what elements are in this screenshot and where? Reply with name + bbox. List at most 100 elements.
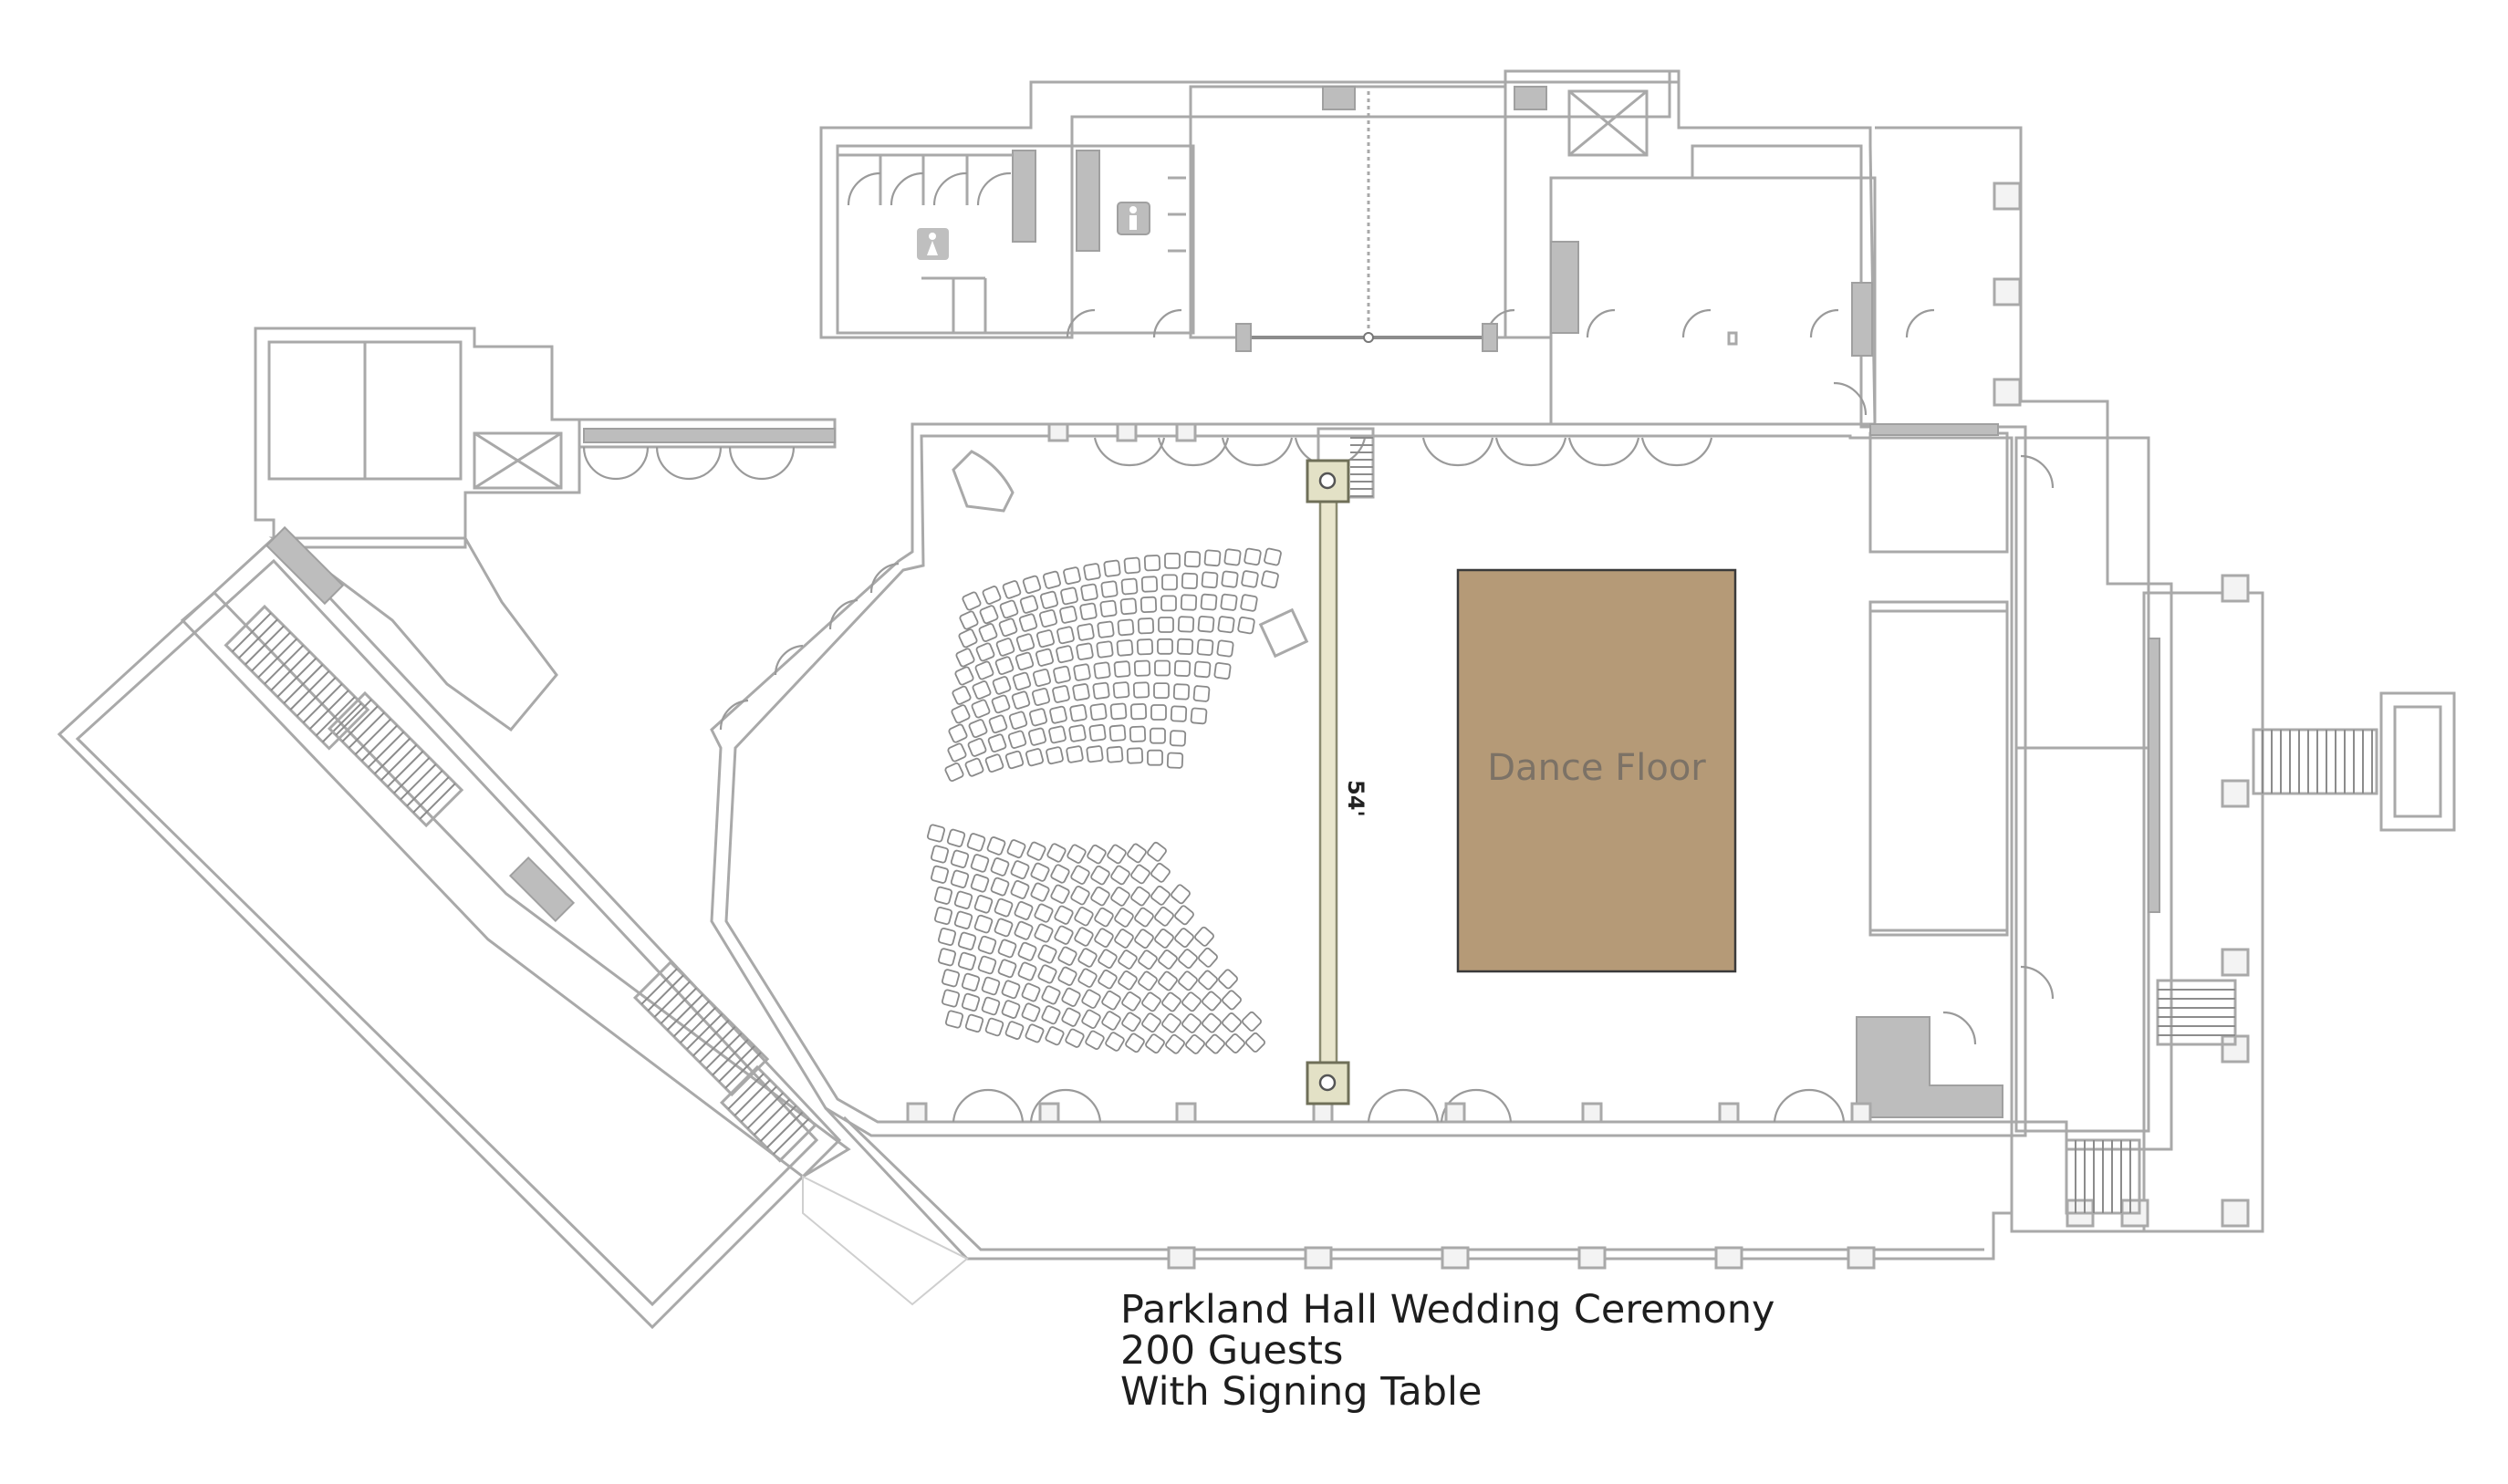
chair <box>999 599 1019 619</box>
chair <box>1200 593 1218 611</box>
chair <box>1174 905 1194 926</box>
pilaster <box>1304 1246 1333 1270</box>
chair <box>1041 985 1061 1005</box>
chair <box>1089 702 1108 721</box>
chair <box>1030 862 1050 882</box>
stair-tread <box>315 696 356 737</box>
aisle-runner <box>1306 459 1350 1105</box>
chair <box>973 914 994 934</box>
chair <box>1037 944 1057 964</box>
chair <box>992 676 1012 695</box>
stair-tread <box>276 657 317 698</box>
pilaster <box>1577 1246 1607 1270</box>
plan-caption: Parkland Hall Wedding Ceremony 200 Guest… <box>1120 1287 1774 1415</box>
chair <box>991 694 1011 714</box>
chair <box>1081 989 1101 1009</box>
chair <box>1015 633 1035 652</box>
chair <box>1018 613 1038 632</box>
chair <box>1181 991 1202 1012</box>
door-swing <box>869 562 900 594</box>
chair <box>1063 566 1081 585</box>
stair-tread <box>699 1026 736 1064</box>
pilaster <box>1714 1246 1743 1270</box>
chair <box>1061 987 1081 1007</box>
chair <box>981 976 1001 996</box>
stair-tread <box>640 968 678 1005</box>
chair <box>930 845 950 864</box>
chair <box>1132 681 1150 699</box>
stair-tread <box>321 702 362 743</box>
chair <box>962 591 982 611</box>
chair <box>948 723 968 743</box>
stair-tread <box>251 631 291 672</box>
stair-tread <box>692 1019 730 1057</box>
chair <box>1057 966 1077 986</box>
chair <box>961 992 981 1012</box>
stair-tread <box>354 718 391 755</box>
chair <box>1011 690 1031 710</box>
chair <box>1198 970 1218 991</box>
pilaster <box>906 1102 928 1124</box>
chair <box>1197 615 1215 633</box>
chair <box>1017 941 1037 961</box>
chair <box>953 910 973 929</box>
chair <box>1201 571 1219 589</box>
door-swing <box>1157 437 1230 467</box>
chair <box>946 828 966 847</box>
chair <box>1080 583 1098 602</box>
chair <box>1117 618 1135 637</box>
chair <box>1147 841 1167 862</box>
chair <box>957 951 977 971</box>
chair <box>1171 884 1191 905</box>
chair <box>1154 659 1171 677</box>
stage-platform <box>1868 609 2009 937</box>
pilaster <box>1993 378 2022 407</box>
signing-table-icon <box>1258 607 1309 659</box>
chair <box>1222 1012 1242 1033</box>
chair <box>1161 574 1178 591</box>
service-counters <box>265 86 2160 1118</box>
chair <box>941 989 961 1008</box>
chair <box>1028 708 1048 727</box>
chair <box>1244 547 1262 566</box>
chair <box>1049 705 1067 724</box>
chair <box>1108 724 1127 742</box>
chair <box>1008 711 1028 730</box>
pilasters <box>906 182 2250 1270</box>
chair <box>1025 1023 1045 1043</box>
chair <box>1035 648 1055 667</box>
chair <box>953 890 973 909</box>
chair <box>950 849 970 868</box>
chair <box>968 719 988 739</box>
chair <box>1010 879 1030 899</box>
stair-tread <box>302 683 343 723</box>
door-swing <box>1905 308 1935 338</box>
door-swing <box>1833 381 1868 416</box>
chair <box>1050 864 1070 884</box>
chair <box>997 959 1017 979</box>
chair <box>1066 745 1084 763</box>
chair <box>1105 1032 1125 1052</box>
chair <box>1166 752 1184 769</box>
chair <box>1196 638 1214 657</box>
chair <box>1150 727 1166 744</box>
chair <box>933 906 953 926</box>
chair <box>1027 727 1047 746</box>
stair-tread <box>406 770 443 807</box>
chair <box>1118 970 1138 991</box>
chair <box>1169 730 1187 747</box>
chair <box>1223 548 1242 566</box>
chair <box>966 833 986 852</box>
pilaster <box>1175 422 1197 442</box>
door-swing <box>1773 1088 1846 1123</box>
chair <box>1137 617 1155 635</box>
stair-tread <box>734 1079 771 1116</box>
dance-floor: Dance Floor <box>1456 568 1737 973</box>
chair <box>1069 704 1087 722</box>
chair <box>1138 970 1158 991</box>
chair <box>1032 668 1052 688</box>
pilaster <box>1718 1102 1740 1124</box>
stair-tread <box>360 724 399 762</box>
chair <box>944 1010 964 1029</box>
